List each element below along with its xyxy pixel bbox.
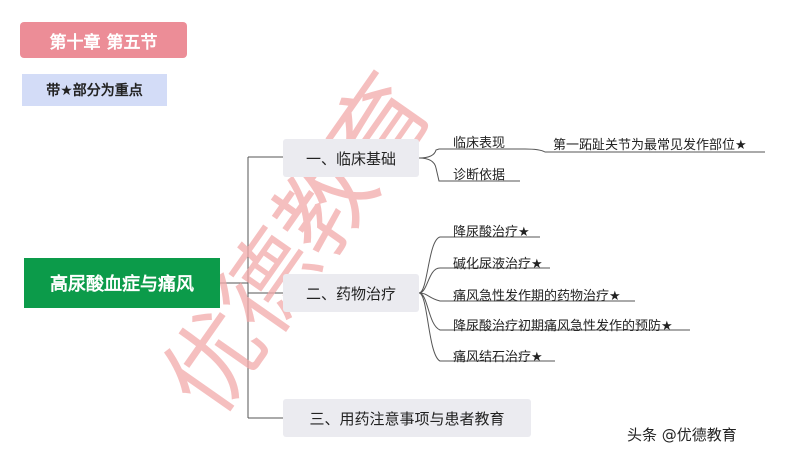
leaf-node-urate-lowering[interactable]: 降尿酸治疗★ xyxy=(453,225,530,240)
chapter-label: 第十章 第五节 xyxy=(20,22,187,58)
leaf-node-tophus-treatment[interactable]: 痛风结石治疗★ xyxy=(453,350,543,365)
branch-node-drug-therapy[interactable]: 二、药物治疗 xyxy=(283,274,419,312)
connector-b1-grandchild xyxy=(524,148,765,153)
leaf-node-diagnosis-basis[interactable]: 诊断依据 xyxy=(453,168,506,183)
leaf-node-flare-prevention[interactable]: 降尿酸治疗初期痛风急性发作的预防★ xyxy=(453,319,673,334)
branch-node-clinical-basis[interactable]: 一、临床基础 xyxy=(283,139,419,177)
branch-node-medication-notes[interactable]: 三、用药注意事项与患者教育 xyxy=(283,399,531,437)
note-label: 带★部分为重点 xyxy=(22,74,167,106)
leaf-node-acute-flare-therapy[interactable]: 痛风急性发作期的药物治疗★ xyxy=(453,289,621,304)
leaf-node-urine-alkalinization[interactable]: 碱化尿液治疗★ xyxy=(453,257,543,272)
source-label: 头条 @优德教育 xyxy=(627,426,737,444)
leaf-node-clinical-manifestation[interactable]: 临床表现 xyxy=(453,136,506,151)
connector-b2-children xyxy=(418,236,690,362)
leaf-node-first-mtp-joint[interactable]: 第一跖趾关节为最常见发作部位★ xyxy=(553,138,747,153)
root-node[interactable]: 高尿酸血症与痛风 xyxy=(24,258,220,308)
connector-b1-children xyxy=(418,148,525,182)
